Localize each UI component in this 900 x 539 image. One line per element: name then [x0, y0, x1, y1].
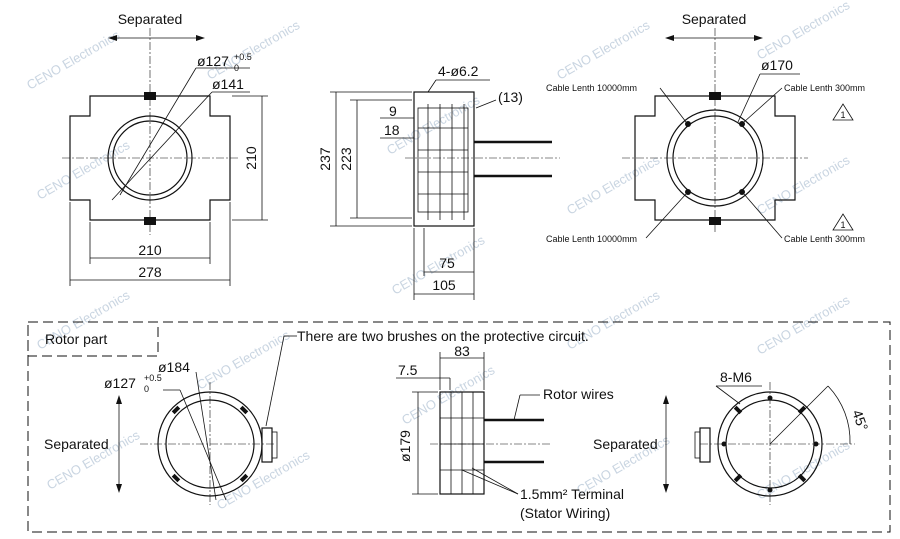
- dim-278: 278: [138, 264, 162, 280]
- stator-back-view: Separated ø170 Cable Lenth 10000mm Cable…: [546, 11, 865, 244]
- watermark: CENO Electronics: [554, 17, 653, 83]
- watermark: CENO Electronics: [204, 17, 303, 83]
- rotor-dashed-frame: [27, 321, 891, 533]
- cable-length-label: Cable Lenth 300mm: [784, 83, 865, 93]
- rotor-part-label: Rotor part: [45, 331, 107, 347]
- watermark: CENO Electronics: [214, 447, 313, 513]
- warning-triangle-icon: [832, 103, 854, 121]
- dim-83: 83: [454, 343, 470, 359]
- dim-105: 105: [432, 277, 456, 293]
- dim-holes-8: 8-M6: [720, 369, 752, 385]
- watermark: CENO Electronics: [754, 437, 853, 503]
- stator-outer-circle: [666, 109, 764, 207]
- dim-d127-rotor: ø127: [104, 375, 136, 391]
- dim-237: 237: [317, 147, 333, 171]
- watermark: CENO Electronics: [34, 137, 133, 203]
- mount-tab: [144, 92, 156, 100]
- dim-holes-4: 4-ø6.2: [438, 63, 479, 79]
- dim-9: 9: [389, 103, 397, 119]
- separated-label: Separated: [118, 11, 183, 27]
- rotor-wires-label: Rotor wires: [543, 386, 614, 402]
- warning-triangle-icon: [832, 213, 854, 231]
- cable-length-label: Cable Lenth 10000mm: [546, 83, 637, 93]
- watermark: CENO Electronics: [754, 152, 853, 218]
- stator-front-view: Separated ø127 +0.5 0 ø141 210 210 278: [62, 11, 268, 286]
- tol-plus: +0.5: [144, 373, 162, 383]
- dim-210-vertical: 210: [243, 146, 259, 170]
- stator-inner-circle: [672, 115, 758, 201]
- mount-tab: [709, 92, 721, 100]
- terminal-label: 1.5mm² Terminal: [520, 486, 624, 502]
- dim-d127: ø127: [197, 53, 229, 69]
- mount-tab: [144, 217, 156, 225]
- stator-body: [413, 91, 475, 227]
- separated-label: Separated: [44, 436, 109, 452]
- tol-zero: 0: [144, 384, 149, 394]
- watermark: CENO Electronics: [754, 0, 853, 63]
- dim-75: 75: [439, 255, 455, 271]
- watermark: CENO Electronics: [564, 152, 663, 218]
- dim-13: (13): [498, 89, 523, 105]
- dim-18: 18: [384, 122, 400, 138]
- watermark: CENO Electronics: [24, 27, 123, 93]
- warning-number: 1: [840, 110, 845, 120]
- stator-flange-outline: [69, 95, 231, 221]
- terminal-label-sub: (Stator Wiring): [520, 505, 610, 521]
- brush-note: There are two brushes on the protective …: [297, 328, 589, 344]
- cable-length-label: Cable Lenth 10000mm: [546, 234, 637, 244]
- separated-label: Separated: [593, 436, 658, 452]
- dim-210-horizontal: 210: [138, 242, 162, 258]
- angle-arc: [827, 385, 851, 445]
- rotor-part-section: Rotor part There are two brushes on the …: [27, 321, 891, 533]
- dim-angle-45: 45°: [849, 408, 871, 433]
- warning-number: 1: [840, 220, 845, 230]
- watermark: CENO Electronics: [194, 327, 293, 393]
- tol-zero: 0: [234, 63, 239, 73]
- watermark: CENO Electronics: [754, 292, 853, 358]
- brush-holder: [261, 427, 273, 463]
- dim-7-5: 7.5: [398, 362, 418, 378]
- tol-plus: +0.5: [234, 52, 252, 62]
- dim-d179: ø179: [397, 430, 413, 462]
- stator-flange-outline: [634, 95, 796, 221]
- dim-d184: ø184: [158, 359, 190, 375]
- bore-outer-circle: [107, 115, 193, 201]
- dim-d170: ø170: [761, 57, 793, 73]
- brush-holder: [699, 427, 711, 463]
- dim-d141: ø141: [212, 76, 244, 92]
- stator-side-view: 4-ø6.2 (13) 9 18 237 223 75 105: [317, 63, 560, 300]
- dim-223: 223: [338, 147, 354, 171]
- separated-label: Separated: [682, 11, 747, 27]
- cable-length-label: Cable Lenth 300mm: [784, 234, 865, 244]
- bore-inner-circle: [112, 120, 188, 196]
- mount-tab: [709, 217, 721, 225]
